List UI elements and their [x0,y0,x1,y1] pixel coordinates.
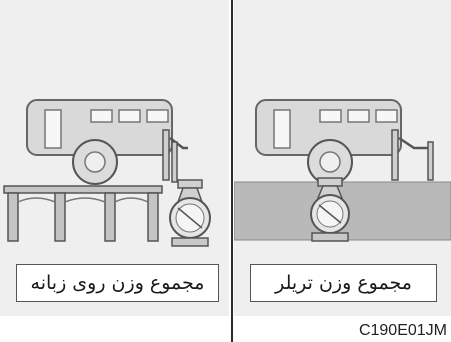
trailer-weight-panel [234,0,451,316]
scale-base [171,237,209,247]
trailer-door [44,109,62,149]
trailer-window [90,109,113,123]
scale-top [177,179,203,189]
platform-leg [54,192,66,242]
hitch-post [427,141,434,181]
scale-needle [177,207,203,229]
tongue-jack [162,129,170,181]
tongue-jack [391,129,399,181]
trailer-weight-caption: مجموع وزن تریلر [250,264,437,302]
platform-leg [7,192,19,242]
tongue-weight-panel [0,0,229,316]
trailer-door [273,109,291,149]
scale-base [311,232,349,242]
platform-deck [3,185,163,194]
trailer-window [118,109,141,123]
trailer-window [146,109,169,123]
figure-code: C190E01JM [358,322,447,339]
scale-needle [318,204,342,224]
trailer-window [319,109,342,123]
platform-leg [104,192,116,242]
platform-leg [147,192,159,242]
wheel-hub [84,151,106,173]
trailer-window [347,109,370,123]
trailer-weight-illustration [234,99,451,242]
hitch-post [171,141,178,183]
tongue-weight-caption: مجموع وزن روی زبانه [16,264,219,302]
trailer-tongue [398,136,429,150]
panel-divider [231,0,233,342]
wheel-hub [319,151,341,173]
tongue-weight-illustration [3,99,211,247]
trailer-window [375,109,398,123]
scale-top [317,177,343,187]
